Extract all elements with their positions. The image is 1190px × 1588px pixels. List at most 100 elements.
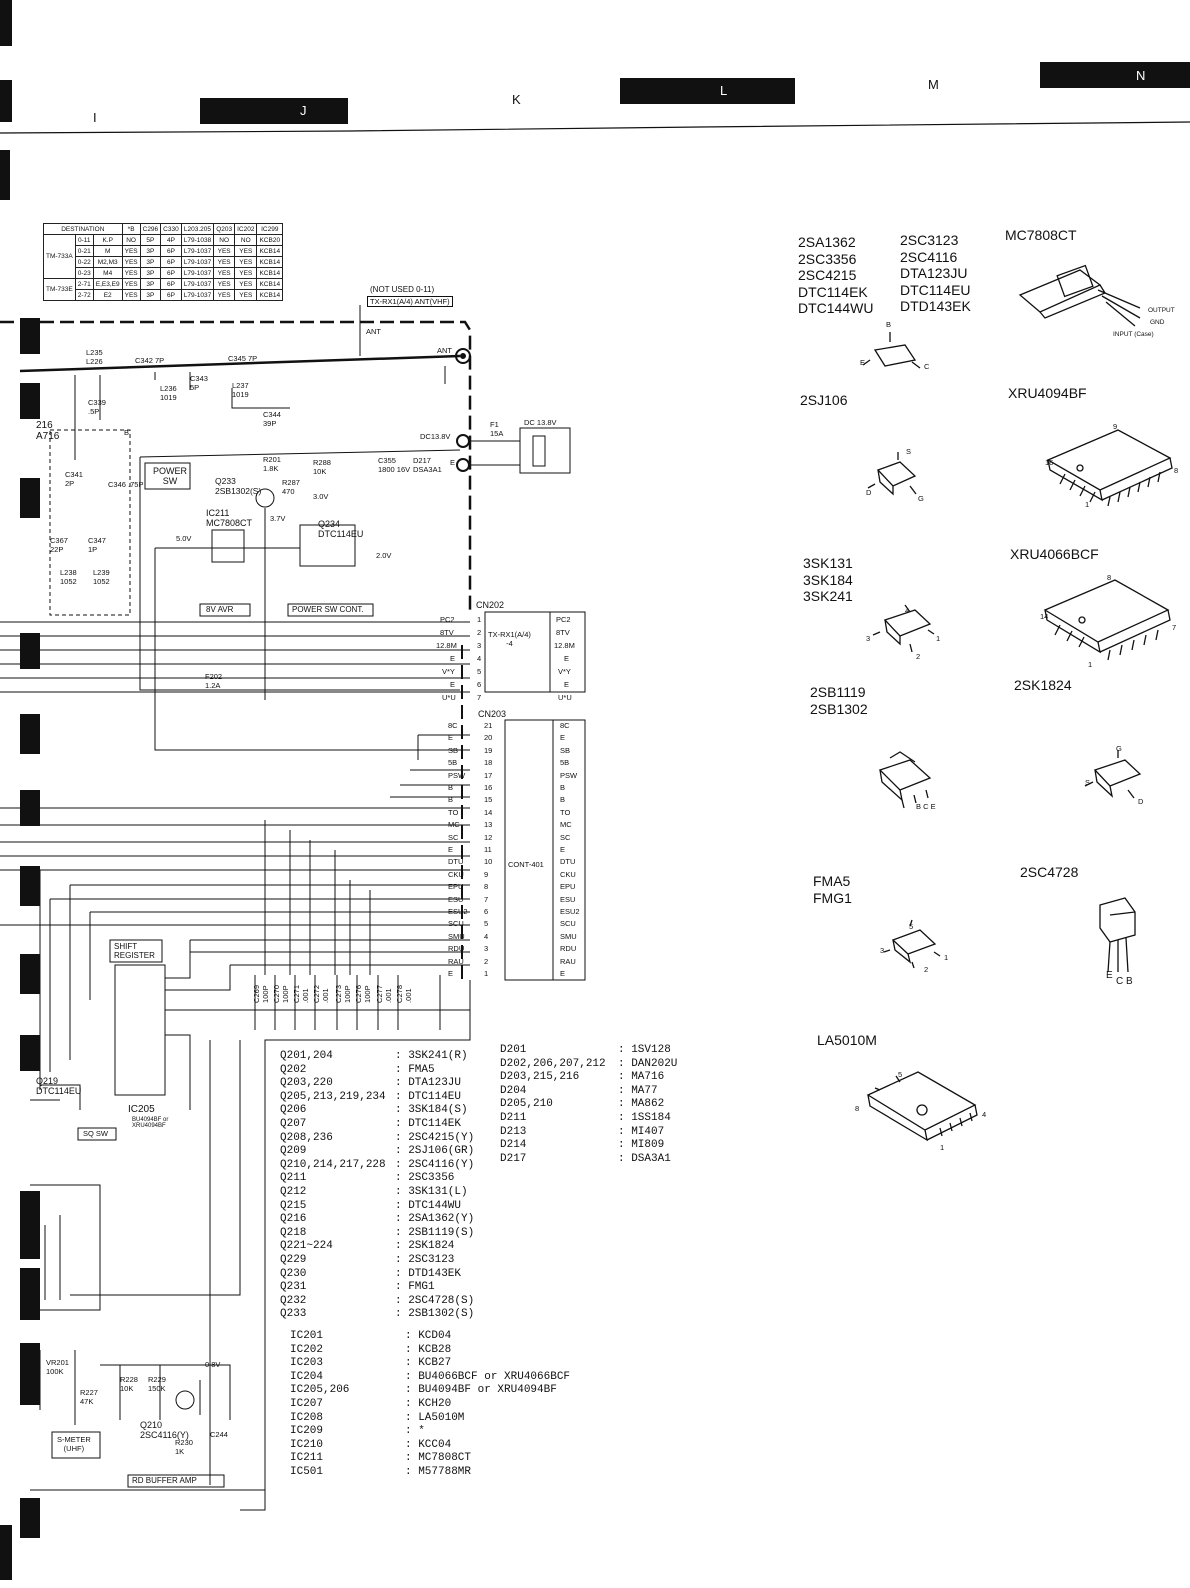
table-cell: L79-1037: [180, 267, 215, 279]
table-row: TM-733E 2-71 E,E3,E9 YES 3P 6P L79-1037 …: [43, 278, 284, 301]
cn203-pin-label-right: SB: [560, 745, 571, 755]
cn203-pin-num: 13: [484, 820, 493, 830]
table-cell: NO: [213, 234, 236, 246]
cn202-pin-num: 5: [477, 667, 482, 676]
q210-label: Q210 2SC4116(Y): [140, 1420, 189, 1440]
cn203-pin-num: 19: [484, 745, 493, 755]
pkg7-pin: 1: [1088, 660, 1093, 669]
list-item: IC203: KCB27: [290, 1357, 570, 1371]
list-item: Q230: DTD143EK: [280, 1268, 474, 1282]
ant-label-2: ANT: [437, 346, 452, 355]
part-number: : KCB28: [405, 1343, 452, 1356]
pkg6-body: [883, 609, 932, 646]
capacitor-label: C277 .001: [375, 985, 393, 1003]
pkg1-body: [873, 344, 917, 367]
cn202-pin-label-right: 12.8M: [554, 641, 575, 650]
table-cell: E,E3,E9: [92, 278, 123, 290]
part-number: : 2SB1302(S): [395, 1308, 475, 1321]
table-cell: KCB14: [256, 278, 284, 290]
part-number: : KCC04: [405, 1438, 452, 1451]
part-ref: D201: [500, 1044, 527, 1056]
table-cell: YES: [234, 278, 258, 290]
table-cell: 6P: [160, 267, 182, 279]
part-ref: IC207: [290, 1397, 324, 1410]
q233-label: Q233 2SB1302(S): [215, 476, 262, 496]
part-ref: D205,210: [500, 1098, 553, 1111]
part-number: : 2SA1362(Y): [395, 1213, 475, 1226]
e-label: E: [450, 458, 456, 467]
part-number: : DTA123JU: [395, 1077, 462, 1090]
ic205-parts-label: BU4094BF or XRU4094BF: [132, 1117, 169, 1129]
pkg8-label: 2SB1119 2SB1302: [810, 684, 868, 717]
bv-avr-label: 8V AVR: [206, 605, 234, 614]
power-sw-label: POWER SW: [153, 466, 188, 486]
table-cell: 3P: [139, 256, 162, 268]
list-item: Q201,204: 3SK241(R): [280, 1050, 474, 1064]
pkg10-pin: 2: [924, 965, 929, 974]
cn202-pin-label: 12.8M: [436, 641, 457, 650]
header-bar-l: [620, 78, 795, 104]
cn203-pin-label-right: RDU: [560, 944, 577, 954]
part-number: : 2SC3356: [395, 1172, 455, 1185]
cn203-pin-label: SB: [448, 745, 459, 755]
part-number: : 3SK241(R): [395, 1050, 468, 1062]
cn202-label: CN202: [476, 600, 505, 610]
table-cell: YES: [213, 289, 236, 301]
list-item: Q232: 2SC4728(S): [280, 1295, 474, 1309]
table-cell: 0-22: [74, 256, 94, 268]
pkg7-pin: 8: [1107, 573, 1112, 582]
table-cell: 2-71: [74, 278, 94, 290]
c244-label: C244: [210, 1430, 228, 1439]
table-cell: 6P: [160, 289, 182, 301]
pkg3-pin-input: INPUT (Case): [1113, 331, 1154, 338]
c367-label: C367 22P: [50, 536, 68, 554]
smeter-label: S-METER (UHF): [57, 1435, 91, 1453]
table-header-cell: C330: [160, 223, 182, 235]
cn202-pin-label: E: [450, 680, 456, 689]
part-ref: D211: [500, 1111, 527, 1124]
cn203-pin-label-right: 8C: [560, 721, 570, 730]
destination-table: DESTINATION *B C296 C330 L203.205 Q203 I…: [43, 223, 284, 301]
list-item: Q208,236: 2SC4215(Y): [280, 1132, 474, 1146]
cn203-pin-label-right: E: [560, 733, 566, 743]
part-ref: Q209: [280, 1145, 307, 1158]
part-number: : 2SC4728(S): [395, 1294, 475, 1307]
list-item: Q207: DTC114EK: [280, 1118, 474, 1132]
part-number: : FMA5: [395, 1063, 435, 1076]
cn203-pin-num: 7: [484, 894, 489, 904]
not-used-label: (NOT USED 0-11): [370, 285, 435, 294]
v20-label: 2.0V: [376, 551, 392, 560]
list-item: Q216: 2SA1362(Y): [280, 1213, 474, 1227]
part-number: : 2SK1824: [395, 1240, 455, 1253]
edge-mark: [0, 0, 12, 46]
part-number: : MA716: [618, 1071, 665, 1084]
c341-label: C341 2P: [65, 470, 83, 488]
part-ref: Q203,220: [280, 1077, 333, 1090]
cn203-pin-num: 14: [484, 807, 493, 817]
cn203-pin-label: RDU: [448, 944, 465, 954]
l235-label: L235 L226: [86, 348, 103, 366]
pkg6-pin: 1: [936, 634, 941, 643]
list-item: IC211: MC7808CT: [290, 1452, 570, 1466]
part-number: : KCD04: [405, 1330, 452, 1342]
table-cell: 5P: [139, 234, 162, 246]
table-cell: E2: [92, 289, 123, 301]
list-item: IC208: LA5010M: [290, 1412, 570, 1426]
cn202-pin-num: 2: [477, 628, 482, 637]
part-number: : MI809: [618, 1139, 665, 1152]
cn203-pin-num: 11: [484, 845, 492, 854]
d216-label: 216 A716: [36, 420, 60, 442]
list-item: Q202: FMA5: [280, 1064, 474, 1078]
table-cell: M: [92, 245, 123, 257]
cn202-pin-num: 3: [477, 641, 482, 650]
part-number: : BU4094BF or XRU4094BF: [405, 1384, 557, 1397]
r230-label: R230 1K: [175, 1438, 193, 1456]
list-item: Q233: 2SB1302(S): [280, 1308, 474, 1322]
cn203-pin-label: E: [448, 733, 454, 743]
table-cell: KCB14: [256, 256, 284, 268]
column-label-i: I: [93, 110, 97, 125]
r227-label: R227 47K: [80, 1388, 98, 1406]
cn203-pin-label-right: PSW: [560, 770, 578, 780]
capacitor-label: C271 .001: [292, 985, 310, 1003]
